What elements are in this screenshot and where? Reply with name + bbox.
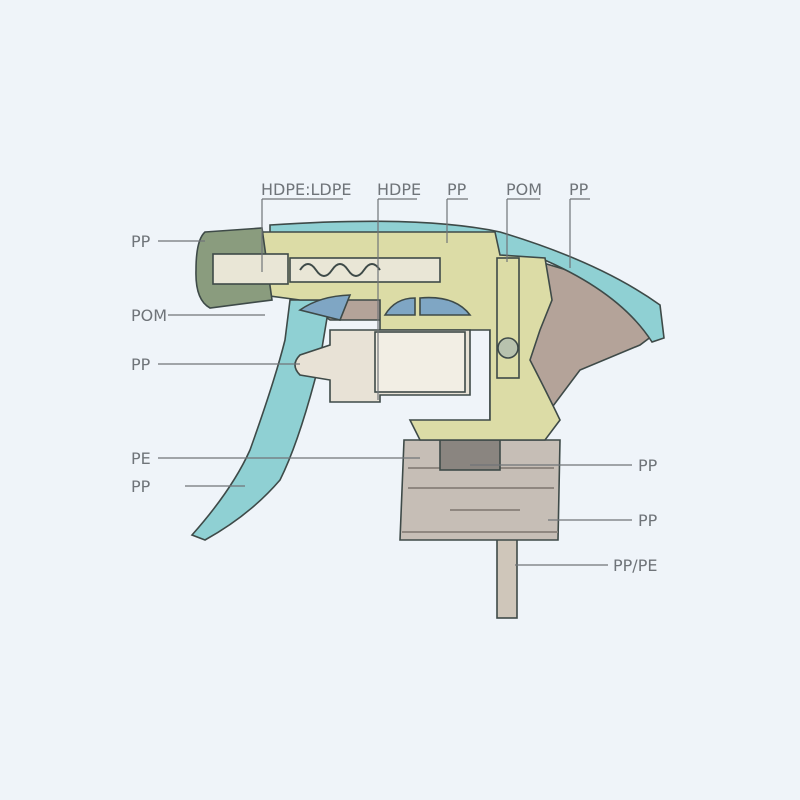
check-ball	[497, 337, 519, 359]
label-nozzle: PP	[131, 232, 151, 251]
label-dip-tube: PP/PE	[613, 556, 657, 575]
valve-stem	[496, 257, 520, 379]
label-nozzle-core: HDPE:LDPE	[261, 180, 352, 199]
label-piston: PP	[131, 355, 151, 374]
label-cap-inner: PP	[638, 456, 658, 475]
trigger	[190, 299, 331, 541]
label-spring: HDPE	[377, 180, 421, 199]
piston-cylinder	[374, 331, 466, 393]
label-shroud: PP	[569, 180, 589, 199]
valve-chamber	[298, 294, 472, 321]
label-trigger: PP	[131, 477, 151, 496]
label-gasket: PE	[131, 449, 151, 468]
leader-lines	[158, 198, 632, 566]
label-cap: PP	[638, 511, 658, 530]
label-pom: POM	[131, 306, 167, 325]
spring	[299, 263, 381, 277]
nozzle-core	[212, 253, 289, 285]
label-body: PP	[447, 180, 467, 199]
label-valve: POM	[506, 180, 542, 199]
